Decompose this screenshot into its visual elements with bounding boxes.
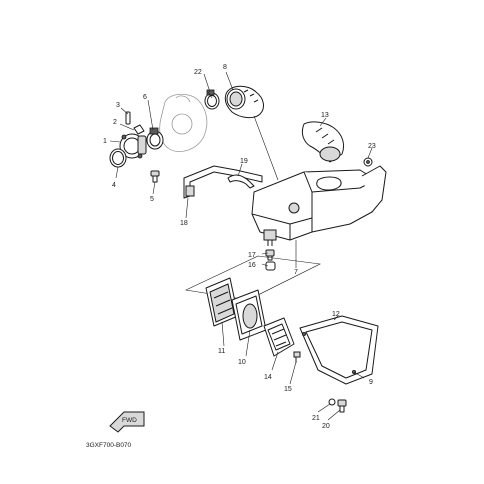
part-10-filter-element	[231, 289, 267, 341]
callout-19: 19	[240, 158, 248, 165]
callout-6: 6	[143, 94, 147, 101]
callout-22: 22	[194, 69, 202, 76]
callout-23: 23	[368, 143, 376, 150]
callout-2: 2	[113, 119, 117, 126]
callout-3: 3	[116, 102, 120, 109]
callout-10: 10	[238, 359, 246, 366]
part-3-pin	[125, 111, 131, 125]
carburettor-ghost-outline	[159, 93, 208, 152]
part-21-washer	[328, 398, 336, 406]
part-16-collar	[265, 261, 276, 271]
callout-17: 17	[248, 252, 256, 259]
forward-arrow-label: FWD	[122, 417, 137, 424]
part-5-screw	[150, 170, 160, 183]
diagram-code: 3GXF700-B070	[86, 442, 132, 449]
callout-12: 12	[332, 311, 340, 318]
part-23-grommet	[363, 157, 373, 167]
part-6-hose-clamp	[146, 127, 164, 150]
callout-9: 9	[369, 379, 373, 386]
part-15-screw	[293, 351, 301, 363]
part-12-case-cover	[299, 315, 379, 385]
part-20-bolt	[337, 399, 347, 413]
part-19-bracket	[227, 174, 255, 189]
callout-15: 15	[284, 386, 292, 393]
callout-4: 4	[112, 182, 116, 189]
part-8-intake-boot	[224, 85, 264, 119]
part-4-o-ring	[109, 148, 127, 168]
callout-5: 5	[150, 196, 154, 203]
callout-7: 7	[294, 269, 298, 276]
part-14-filter-guide	[263, 317, 295, 357]
part-2-clip	[133, 124, 145, 135]
part-7-air-cleaner-case	[251, 165, 387, 246]
part-1-carburettor-joint	[119, 133, 147, 159]
forward-arrow-icon: FWD	[109, 411, 145, 433]
leader-lines	[109, 71, 373, 421]
callout-18: 18	[180, 220, 188, 227]
part-17-bolt	[265, 249, 275, 261]
callout-16: 16	[248, 262, 256, 269]
callout-20: 20	[322, 423, 330, 430]
part-22-clamp	[204, 89, 220, 110]
callout-11: 11	[218, 348, 225, 355]
callout-14: 14	[264, 374, 272, 381]
callout-8: 8	[223, 64, 227, 71]
callout-21: 21	[312, 415, 320, 422]
part-13-elbow-duct	[301, 121, 345, 163]
callout-13: 13	[321, 112, 329, 119]
callout-numbers: 3 2 1 4 5 6 7 8 9 10 11 12 13 14 15 16 1…	[103, 64, 376, 430]
part-11-filter-element	[205, 277, 239, 327]
callout-1: 1	[103, 138, 107, 145]
